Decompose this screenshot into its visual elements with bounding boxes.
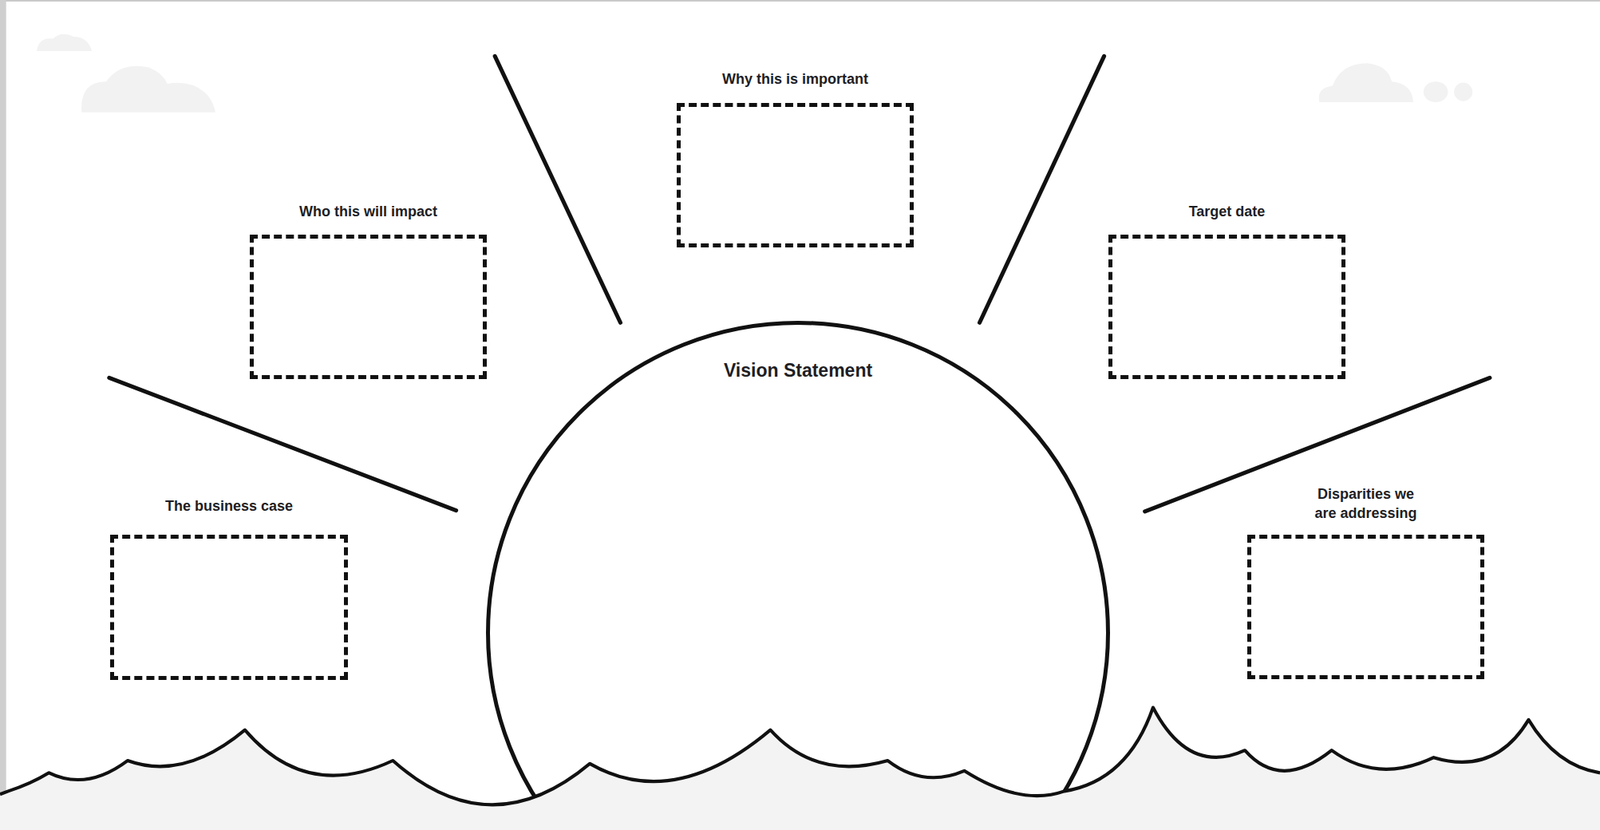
sun-ray [979, 55, 1105, 323]
input-box: Who this will impact [249, 202, 487, 380]
sun-ray [494, 55, 621, 323]
dashed-box [110, 534, 348, 680]
input-box: Disparities we are addressing [1247, 484, 1485, 680]
cloud-dot [1453, 82, 1473, 102]
input-box: Why this is important [676, 70, 914, 248]
box-heading: Disparities we are addressing [1306, 484, 1427, 523]
cloud [81, 66, 216, 113]
sun-circle [488, 323, 1109, 830]
top-border [0, 0, 1600, 2]
box-heading: Who this will impact [249, 202, 487, 221]
sun-rays [109, 55, 1490, 512]
left-border [0, 0, 7, 830]
box-heading: Why this is important [676, 70, 914, 88]
sun-ray [109, 377, 457, 510]
dashed-box [676, 102, 914, 248]
vision-sun: Vision Statement [485, 320, 1111, 816]
sea-waves [0, 707, 1600, 805]
cloud [1319, 63, 1414, 103]
clouds [36, 34, 1473, 113]
cloud-dot [1423, 81, 1449, 103]
dashed-box [249, 234, 487, 380]
box-heading: Target date [1108, 202, 1346, 221]
sea-fill [0, 707, 1600, 830]
dashed-box [1247, 534, 1485, 680]
vision-heading: Vision Statement [485, 359, 1111, 382]
cloud [36, 34, 92, 52]
sun-outline [485, 320, 1111, 830]
box-heading: The business case [110, 497, 348, 515]
input-box: The business case [110, 497, 348, 680]
input-box: Target date [1108, 202, 1346, 380]
dashed-box [1108, 234, 1346, 380]
sun-ray [1145, 377, 1490, 512]
